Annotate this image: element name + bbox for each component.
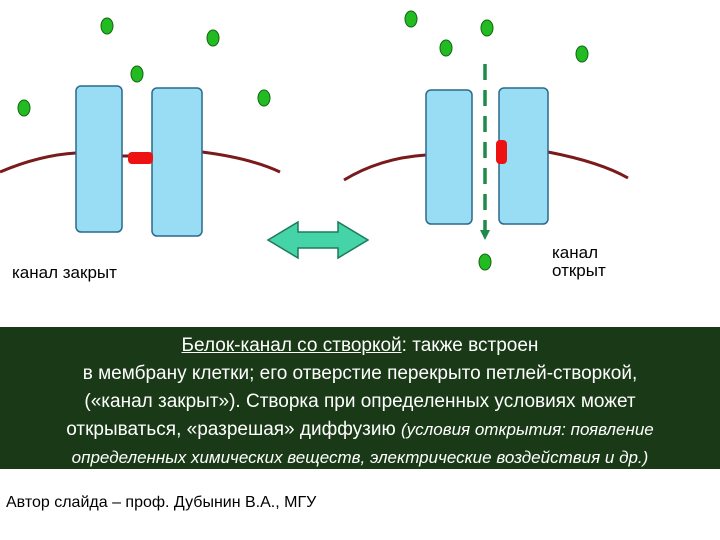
description-line2: в мембрану клетки; его отверстие перекры… (82, 363, 638, 384)
description-line4-main: открываться, «разрешая» диффузию (66, 419, 402, 440)
molecule (575, 45, 589, 63)
description-title: Белок-канал со створкой (181, 335, 402, 356)
description-line1: Белок-канал со створкой: также встроен (4, 332, 716, 360)
molecule (130, 65, 144, 83)
double-arrow-icon (266, 220, 370, 260)
description-line3: («канал закрыт»). Створка при определенн… (84, 391, 636, 412)
membrane-right-inner (547, 150, 629, 180)
protein-block-left-a (75, 85, 123, 233)
molecule (404, 10, 418, 28)
path-arrowhead-icon (480, 230, 490, 240)
author-credit: Автор слайда – проф. Дубынин В.А., МГУ (6, 494, 317, 511)
protein-block-left-b (151, 87, 203, 237)
molecule (257, 89, 271, 107)
description-line1-rest: : также встроен (401, 335, 539, 356)
label-open-line1: канал (552, 243, 599, 262)
gate-closed (128, 152, 153, 164)
label-open-line2: открыт (552, 261, 606, 280)
molecule (478, 253, 492, 271)
molecule (480, 19, 494, 37)
membrane-right-outer (343, 153, 427, 182)
protein-block-right-a (425, 89, 473, 225)
gate-open (496, 140, 507, 164)
label-channel-open: канал открыт (552, 244, 642, 280)
molecule (439, 39, 453, 57)
molecule (206, 29, 220, 47)
label-channel-closed: канал закрыт (12, 263, 117, 282)
description-line4: открываться, «разрешая» диффузию (услови… (4, 416, 716, 444)
molecule (17, 99, 31, 117)
description-panel: Белок-канал со створкой: также встроен в… (0, 327, 720, 469)
molecule (100, 17, 114, 35)
membrane-left-outer (0, 151, 77, 174)
description-note-a: (условия открытия: появление (401, 420, 654, 439)
membrane-left-inner (201, 150, 281, 174)
description-note-b: определенных химических веществ, электри… (71, 448, 649, 467)
channel-diagram (0, 10, 629, 271)
